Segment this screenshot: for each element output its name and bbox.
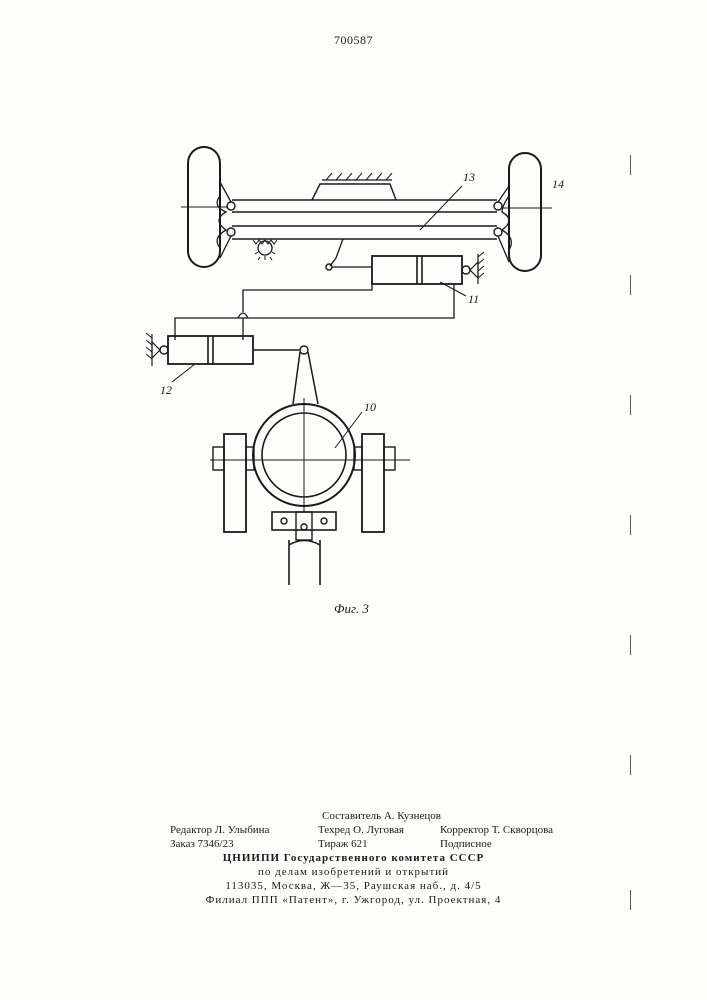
org-line-2: по делам изобретений и открытий bbox=[0, 866, 707, 879]
label-13: 13 bbox=[463, 170, 475, 184]
subscription-line: Подписное bbox=[440, 838, 492, 851]
figure-caption: Фиг. 3 bbox=[334, 601, 369, 617]
compiler-line: Составитель А. Кузнецов bbox=[322, 810, 441, 823]
hydraulic-lines bbox=[175, 280, 454, 340]
left-wheel bbox=[181, 147, 228, 267]
label-14: 14 bbox=[552, 177, 564, 191]
axle-linkage bbox=[217, 173, 511, 270]
hydraulic-cylinder-11 bbox=[372, 252, 484, 296]
right-wheel bbox=[503, 153, 552, 271]
hydraulic-cylinder-12 bbox=[146, 333, 308, 382]
editor-line: Редактор Л. Улыбина bbox=[170, 824, 269, 837]
label-12: 12 bbox=[160, 383, 172, 397]
order-line: Заказ 7346/23 bbox=[170, 838, 234, 851]
techred-line: Техред О. Луговая bbox=[318, 824, 404, 837]
branch-line: Филиал ППП «Патент», г. Ужгород, ул. Про… bbox=[0, 894, 707, 907]
org-line-1: ЦНИИПИ Государственного комитета СССР bbox=[0, 852, 707, 865]
address-line: 113035, Москва, Ж—35, Раушская наб., д. … bbox=[0, 880, 707, 893]
label-11: 11 bbox=[468, 292, 479, 306]
corrector-line: Корректор Т. Скворцова bbox=[440, 824, 553, 837]
circulation-line: Тираж 621 bbox=[318, 838, 368, 851]
label-10: 10 bbox=[364, 400, 376, 414]
steering-column-assembly bbox=[210, 352, 410, 585]
